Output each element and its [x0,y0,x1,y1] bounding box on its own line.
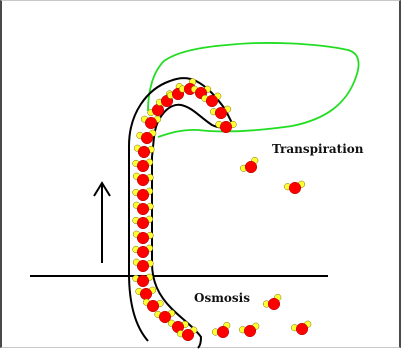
oxygen-atom [268,298,280,310]
oxygen-atom [137,217,149,229]
oxygen-atom [137,174,149,186]
oxygen-atom [220,121,232,133]
water-molecule [133,202,153,215]
oxygen-atom [206,95,218,107]
oxygen-atom [137,246,149,258]
water-molecule [212,322,230,338]
oxygen-atom [140,288,152,300]
water-molecule [136,287,156,300]
water-molecule [133,159,153,172]
water-molecule [239,323,259,337]
oxygen-atom [137,160,149,172]
oxygen-atom [137,260,149,272]
oxygen-atom [217,326,229,338]
oxygen-atom [245,161,257,173]
transpiration-label: Transpiration [272,142,364,156]
oxygen-atom [138,146,150,158]
water-molecule [133,188,153,201]
oxygen-atom [145,117,157,129]
oxygen-atom [296,323,308,335]
water-molecule [133,245,153,258]
water-molecule [133,274,153,287]
water-molecule [284,181,304,194]
water-molecule [133,259,153,272]
water-molecule [143,299,163,312]
oxygen-atom [215,107,227,119]
oxygen-atom [152,104,164,116]
oxygen-atom [244,325,256,337]
oxygen-atom [147,300,159,312]
water-molecule [133,216,153,229]
oxygen-atom [182,329,194,341]
oxygen-atom [289,182,301,194]
oxygen-atom [137,232,149,244]
oxygen-atom [141,132,153,144]
water-molecule [133,231,153,244]
oxygen-atom [137,275,149,287]
water-molecule [240,157,258,173]
water-molecule [141,116,161,129]
up-arrow-icon [94,183,110,263]
oxygen-atom [137,203,149,215]
water-molecule [263,294,281,310]
osmosis-label: Osmosis [194,291,250,305]
water-molecule [291,321,311,335]
water-molecule [210,106,230,119]
water-molecule [133,173,153,186]
oxygen-atom [137,189,149,201]
